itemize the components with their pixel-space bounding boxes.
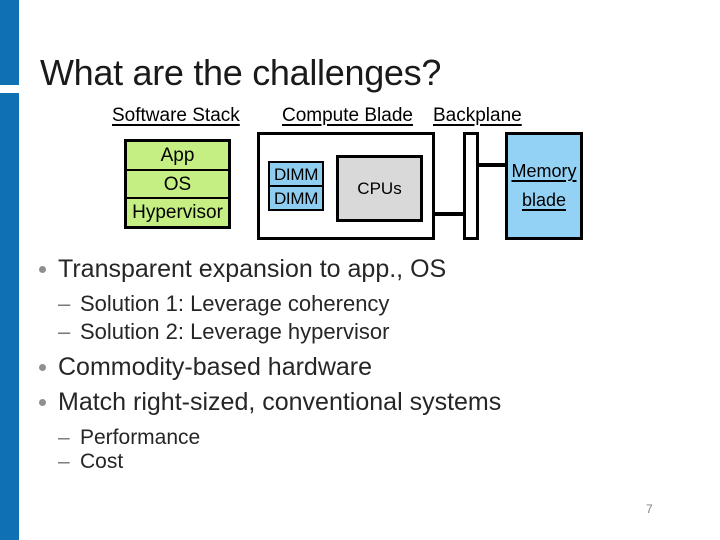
sub-bullet-item: – Performance — [58, 427, 200, 448]
memory-blade-label-line2: blade — [521, 190, 567, 210]
sub-bullet-text: Performance — [80, 426, 201, 449]
bullet-dot-icon — [39, 266, 46, 273]
sub-bullet-text: Cost — [80, 450, 124, 473]
stack-layer-os: OS — [127, 168, 228, 198]
dimm-stack: DIMM DIMM — [268, 161, 324, 211]
bullet-item: Transparent expansion to app., OS — [39, 257, 446, 282]
dimm-module-bottom: DIMM — [270, 185, 322, 209]
connector-compute-to-backplane — [433, 212, 465, 216]
bullet-item: Commodity-based hardware — [39, 355, 372, 380]
bullet-dot-icon — [39, 399, 46, 406]
compute-blade-label: Compute Blade — [282, 105, 413, 126]
bullet-text: Commodity-based hardware — [58, 353, 373, 381]
dimm-module-top: DIMM — [273, 164, 319, 184]
page-number: 7 — [646, 502, 653, 516]
sub-bullet-item: – Solution 1: Leverage coherency — [58, 293, 389, 315]
bullet-dot-icon — [39, 364, 46, 371]
backplane-bar — [463, 132, 479, 240]
accent-bar — [0, 93, 19, 540]
dash-bullet-icon: – — [58, 319, 71, 344]
dash-bullet-icon: – — [58, 450, 70, 473]
memory-blade-label-line1: Memory — [511, 161, 577, 181]
software-stack-label: Software Stack — [112, 105, 240, 126]
stack-layer-app: App — [160, 144, 195, 166]
sub-bullet-text: Solution 1: Leverage coherency — [80, 291, 390, 316]
bullet-text: Match right-sized, conventional systems — [58, 388, 502, 416]
cpus-box: CPUs — [336, 155, 423, 222]
sub-bullet-item: – Cost — [58, 451, 123, 472]
dash-bullet-icon: – — [58, 291, 71, 316]
bullet-item: Match right-sized, conventional systems — [39, 390, 501, 415]
accent-bar-top — [0, 0, 19, 85]
connector-backplane-to-memory — [477, 163, 507, 167]
stack-layer-hypervisor: Hypervisor — [127, 197, 228, 226]
bullet-text: Transparent expansion to app., OS — [58, 255, 447, 283]
sub-bullet-text: Solution 2: Leverage hypervisor — [80, 319, 390, 344]
software-stack-box: App OS Hypervisor — [124, 139, 231, 229]
sub-bullet-item: – Solution 2: Leverage hypervisor — [58, 321, 389, 343]
dash-bullet-icon: – — [58, 426, 70, 449]
memory-blade-box: Memory blade — [505, 132, 583, 240]
slide-title: What are the challenges? — [40, 52, 442, 93]
backplane-label: Backplane — [433, 105, 522, 126]
